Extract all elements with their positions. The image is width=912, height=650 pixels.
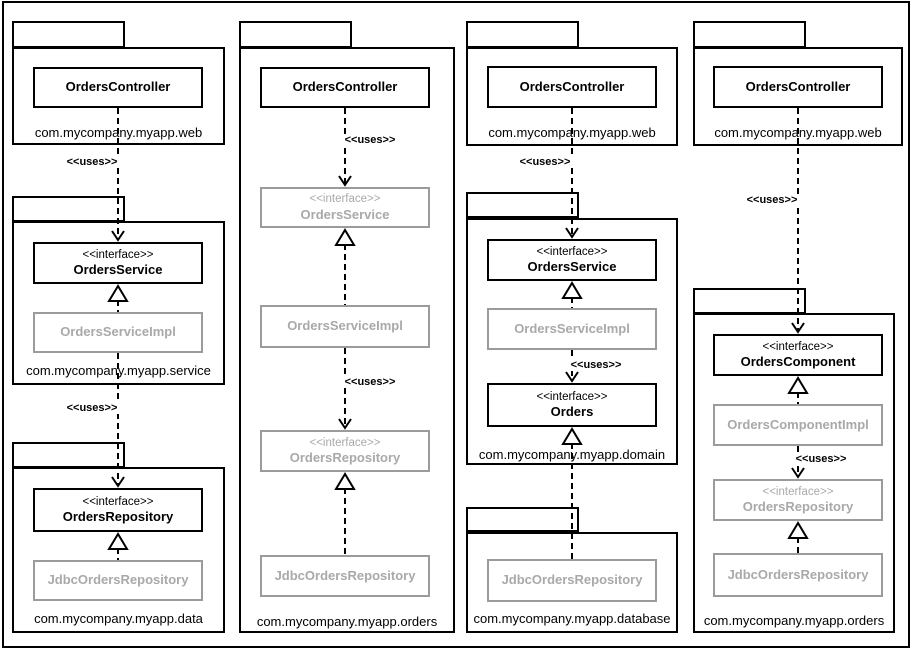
class-box-ordersserviceimpl: OrdersServiceImpl bbox=[33, 312, 203, 353]
class-box-ordersrepository: <<interface>> OrdersRepository bbox=[260, 430, 430, 472]
package-tab bbox=[693, 21, 806, 48]
class-name: OrdersService bbox=[300, 206, 390, 222]
class-box-ordersserviceimpl: OrdersServiceImpl bbox=[260, 305, 430, 348]
class-box-orderscontroller: OrdersController bbox=[260, 67, 430, 108]
class-box-orderscomponent: <<interface>> OrdersComponent bbox=[713, 334, 883, 376]
class-box-orderscomponentimpl: OrdersComponentImpl bbox=[713, 404, 883, 446]
class-box-ordersservice: <<interface>> OrdersService bbox=[33, 242, 203, 284]
package-label: com.mycompany.myapp.service bbox=[26, 363, 211, 378]
package-label: com.mycompany.myapp.data bbox=[34, 611, 203, 626]
class-name: JdbcOrdersRepository bbox=[47, 572, 189, 588]
interface-stereotype: <<interface>> bbox=[82, 495, 154, 508]
interface-stereotype: <<interface>> bbox=[309, 193, 381, 206]
package-label: com.mycompany.myapp.orders bbox=[256, 614, 438, 629]
class-box-ordersserviceimpl: OrdersServiceImpl bbox=[487, 308, 657, 350]
class-name: JdbcOrdersRepository bbox=[501, 572, 643, 588]
uses-label: <<uses>> bbox=[517, 156, 573, 168]
class-box-orderscontroller: OrdersController bbox=[713, 66, 883, 108]
uses-label: <<uses>> bbox=[64, 402, 120, 414]
uses-label: <<uses>> bbox=[568, 359, 624, 371]
interface-stereotype: <<interface>> bbox=[762, 340, 834, 353]
class-name: OrdersServiceImpl bbox=[60, 324, 176, 340]
interface-stereotype: <<interface>> bbox=[309, 436, 381, 449]
class-name: OrdersService bbox=[527, 259, 617, 275]
class-box-orderscontroller: OrdersController bbox=[33, 67, 203, 108]
class-name: Orders bbox=[550, 404, 594, 420]
class-box-ordersservice: <<interface>> OrdersService bbox=[487, 239, 657, 281]
interface-stereotype: <<interface>> bbox=[762, 485, 834, 498]
class-box-jdbcordersrepository: JdbcOrdersRepository bbox=[487, 559, 657, 602]
class-name: OrdersController bbox=[65, 79, 171, 95]
package-label: com.mycompany.myapp.database bbox=[473, 611, 671, 626]
package-label: com.mycompany.myapp.domain bbox=[478, 447, 666, 462]
package-tab bbox=[466, 507, 579, 532]
class-name: OrdersServiceImpl bbox=[287, 318, 403, 334]
class-name: OrdersComponentImpl bbox=[727, 416, 869, 432]
class-name: OrdersComponent bbox=[740, 354, 856, 370]
package-label: com.mycompany.myapp.web bbox=[488, 125, 656, 140]
class-box-jdbcordersrepository: JdbcOrdersRepository bbox=[713, 553, 883, 597]
class-name: JdbcOrdersRepository bbox=[274, 567, 416, 583]
class-box-ordersrepository: <<interface>> OrdersRepository bbox=[33, 488, 203, 532]
class-name: OrdersRepository bbox=[742, 499, 854, 515]
uses-label: <<uses>> bbox=[342, 376, 398, 388]
class-name: OrdersService bbox=[73, 262, 163, 278]
class-box-ordersrepository: <<interface>> OrdersRepository bbox=[713, 479, 883, 521]
class-name: OrdersController bbox=[745, 78, 851, 94]
package-tab bbox=[693, 288, 806, 314]
class-name: JdbcOrdersRepository bbox=[727, 566, 869, 582]
package-tab bbox=[12, 196, 125, 222]
class-box-ordersservice: <<interface>> OrdersService bbox=[260, 187, 430, 228]
class-name: OrdersController bbox=[292, 79, 398, 95]
interface-stereotype: <<interface>> bbox=[82, 248, 154, 261]
package-tab bbox=[466, 21, 579, 48]
package-label: com.mycompany.myapp.web bbox=[714, 125, 882, 140]
class-name: OrdersRepository bbox=[62, 509, 174, 525]
uses-label: <<uses>> bbox=[64, 156, 120, 168]
class-box-jdbcordersrepository: JdbcOrdersRepository bbox=[260, 555, 430, 597]
interface-stereotype: <<interface>> bbox=[536, 245, 608, 258]
uses-label: <<uses>> bbox=[793, 453, 849, 465]
class-name: OrdersRepository bbox=[289, 450, 401, 466]
package-tab bbox=[12, 21, 125, 48]
uses-label: <<uses>> bbox=[744, 194, 800, 206]
class-box-orderscontroller: OrdersController bbox=[487, 66, 657, 108]
package-tab bbox=[239, 21, 352, 48]
package-label: com.mycompany.myapp.orders bbox=[703, 613, 885, 628]
class-name: OrdersServiceImpl bbox=[514, 320, 630, 336]
package-tab bbox=[12, 442, 125, 468]
class-name: OrdersController bbox=[519, 78, 625, 94]
class-box-orders: <<interface>> Orders bbox=[487, 383, 657, 427]
package-label: com.mycompany.myapp.web bbox=[34, 125, 203, 140]
uses-label: <<uses>> bbox=[342, 134, 398, 146]
interface-stereotype: <<interface>> bbox=[536, 390, 608, 403]
package-tab bbox=[466, 192, 579, 218]
class-box-jdbcordersrepository: JdbcOrdersRepository bbox=[33, 560, 203, 601]
